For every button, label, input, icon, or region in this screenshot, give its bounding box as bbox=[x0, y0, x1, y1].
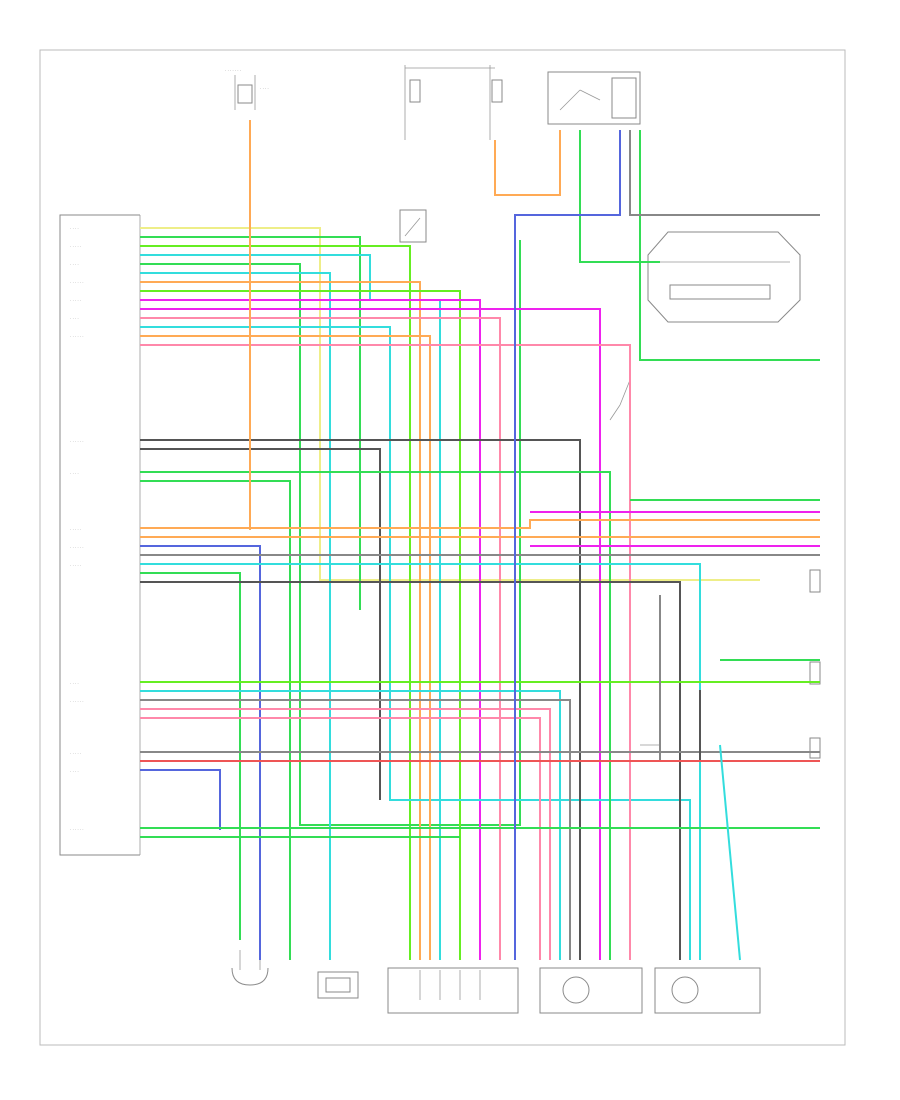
svg-text:· · · ·: · · · · bbox=[70, 226, 79, 231]
hot-at-all-times-fuse: · · · · · · · · · · · bbox=[225, 68, 269, 110]
hot-in-run-fuses bbox=[404, 65, 503, 140]
svg-text:· · · ·: · · · · bbox=[260, 86, 269, 91]
torque-converter-solenoid bbox=[387, 967, 519, 1014]
svg-text:· · · · · ·: · · · · · · bbox=[70, 545, 84, 550]
svg-text:· · · ·: · · · · bbox=[70, 681, 79, 686]
pcm-pin-labels: · · · · · · · · · · · · · · · · · · · · … bbox=[70, 226, 84, 832]
diagram-frame bbox=[39, 49, 846, 1046]
right-components bbox=[640, 569, 821, 759]
svg-text:· · · · ·: · · · · · bbox=[70, 527, 81, 532]
svg-text:· · · · · ·: · · · · · · bbox=[70, 827, 84, 832]
svg-text:· · · · ·: · · · · · bbox=[70, 298, 81, 303]
speed-sensor-1 bbox=[231, 950, 269, 986]
svg-text:· · · · ·: · · · · · bbox=[70, 244, 81, 249]
pressure-control-solenoid bbox=[539, 967, 643, 1014]
svg-text:· · · · · ·: · · · · · · bbox=[70, 334, 84, 339]
svg-text:· · · · · ·: · · · · · · bbox=[70, 439, 84, 444]
ac-compressor-relay bbox=[547, 71, 641, 125]
svg-text:· · · ·: · · · · bbox=[70, 262, 79, 267]
speed-sensor-2 bbox=[317, 971, 359, 999]
wires bbox=[140, 120, 820, 961]
svg-text:· · · ·: · · · · bbox=[70, 316, 79, 321]
svg-text:· · · · · · ·: · · · · · · · bbox=[225, 68, 241, 73]
svg-text:· · · · ·: · · · · · bbox=[70, 563, 81, 568]
svg-text:· · · ·: · · · · bbox=[70, 769, 79, 774]
svg-text:· · · · · ·: · · · · · · bbox=[70, 699, 84, 704]
ac-pressure-switch bbox=[399, 209, 427, 243]
brake-switch bbox=[609, 379, 631, 421]
pcm-connector bbox=[59, 214, 141, 856]
svg-text:· · · ·: · · · · bbox=[70, 471, 79, 476]
svg-text:· · · · ·: · · · · · bbox=[70, 751, 81, 756]
ac-compressor-clutch bbox=[647, 231, 801, 323]
shift-solenoid bbox=[654, 967, 761, 1014]
bottom-components bbox=[231, 950, 761, 1014]
svg-text:· · · · · ·: · · · · · · bbox=[70, 280, 84, 285]
